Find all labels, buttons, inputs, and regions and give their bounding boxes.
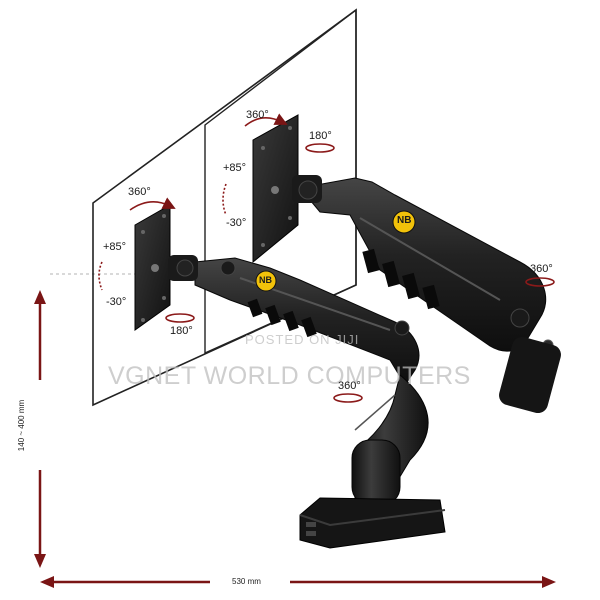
right-tilt-up-label: +85°: [223, 162, 247, 174]
nb-logo-badge-left: [255, 270, 277, 292]
watermark-company: VGNET WORLD COMPUTERS: [108, 362, 471, 390]
watermark-posted: POSTED ON JIJI: [245, 332, 360, 347]
right-vesa-plate: [252, 114, 322, 264]
mount-pole: [351, 374, 429, 506]
left-rotate-label: 360°: [128, 186, 151, 198]
nb-logo-text-right: NB: [397, 215, 412, 226]
rotation-indicators: [98, 113, 555, 403]
right-rotate-label: 360°: [246, 109, 269, 121]
width-label: 530 mm: [232, 577, 261, 586]
left-swivel-label: 180°: [170, 325, 193, 337]
right-swivel-label: 180°: [309, 130, 332, 142]
left-tilt-down-label: -30°: [106, 296, 127, 308]
height-dimension: [34, 290, 46, 568]
left-arm: [194, 257, 420, 386]
nb-logo-text-left: NB: [259, 275, 272, 285]
right-arm: [299, 177, 561, 414]
width-dimension: [40, 576, 556, 588]
base-rotate-label: 360°: [338, 380, 361, 392]
right-tilt-down-label: -30°: [226, 217, 247, 229]
left-tilt-up-label: +85°: [103, 241, 127, 253]
height-range-label: 140 ~ 400 mm: [17, 399, 27, 452]
mount-base: [299, 497, 446, 549]
left-vesa-plate: [134, 204, 198, 331]
nb-logo-badge-right: [392, 210, 416, 234]
arm-rotate-label: 360°: [530, 263, 553, 275]
